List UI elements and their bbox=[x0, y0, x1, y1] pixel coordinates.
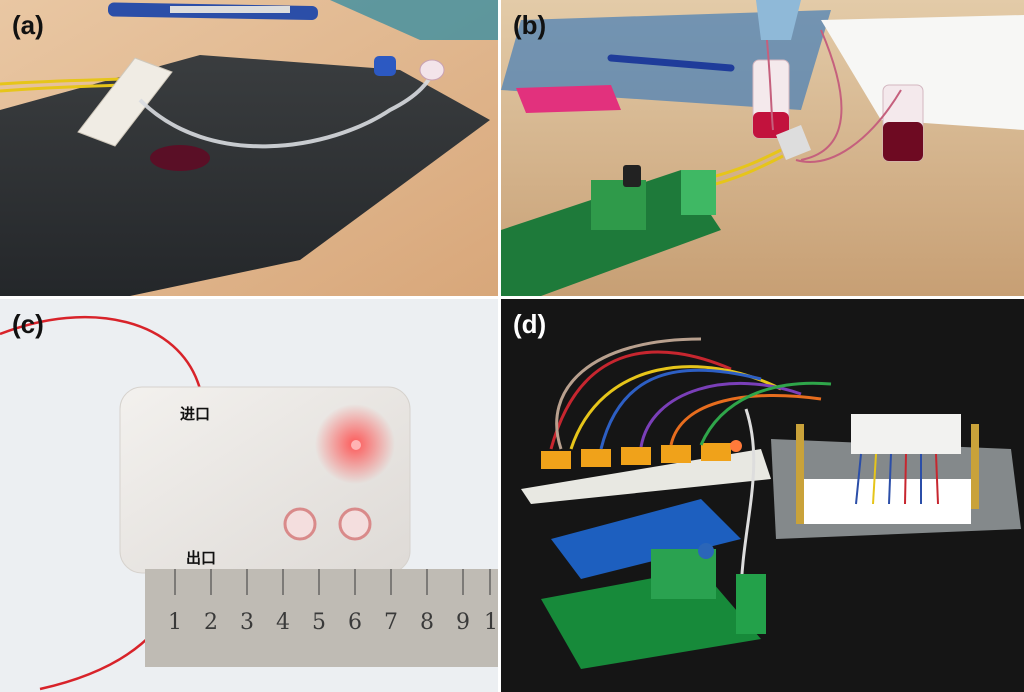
panel-d: (d) bbox=[501, 299, 1024, 692]
ruler-mark-2: 2 bbox=[204, 610, 218, 635]
panel-c-label: (c) bbox=[12, 309, 44, 339]
panel-a-photo bbox=[0, 0, 498, 296]
ruler-mark-1: 1 bbox=[168, 610, 182, 635]
ruler-mark-8: 8 bbox=[420, 610, 434, 635]
ruler-mark-6: 6 bbox=[348, 610, 362, 635]
ruler-mark-7: 7 bbox=[384, 610, 398, 635]
ruler-mark-10: 1 bbox=[484, 610, 498, 635]
ruler-mark-9: 9 bbox=[456, 610, 470, 635]
ruler-mark-5: 5 bbox=[312, 610, 326, 635]
panel-a: (a) bbox=[0, 0, 498, 296]
outlet-label: 出口 bbox=[186, 549, 217, 567]
panel-b-photo bbox=[501, 0, 1024, 296]
panel-a-label: (a) bbox=[12, 10, 44, 40]
panel-d-photo bbox=[501, 299, 1024, 692]
panel-b: (b) bbox=[501, 0, 1024, 296]
panel-b-label: (b) bbox=[513, 10, 547, 40]
panel-d-label: (d) bbox=[513, 309, 547, 339]
panel-c: 1 2 3 4 5 6 7 8 9 1 (c) 进口 出口 bbox=[0, 299, 498, 692]
inlet-label: 进口 bbox=[180, 405, 211, 423]
ruler-mark-4: 4 bbox=[276, 610, 290, 635]
panel-c-photo: 1 2 3 4 5 6 7 8 9 1 bbox=[0, 299, 498, 692]
ruler-mark-3: 3 bbox=[240, 610, 254, 635]
